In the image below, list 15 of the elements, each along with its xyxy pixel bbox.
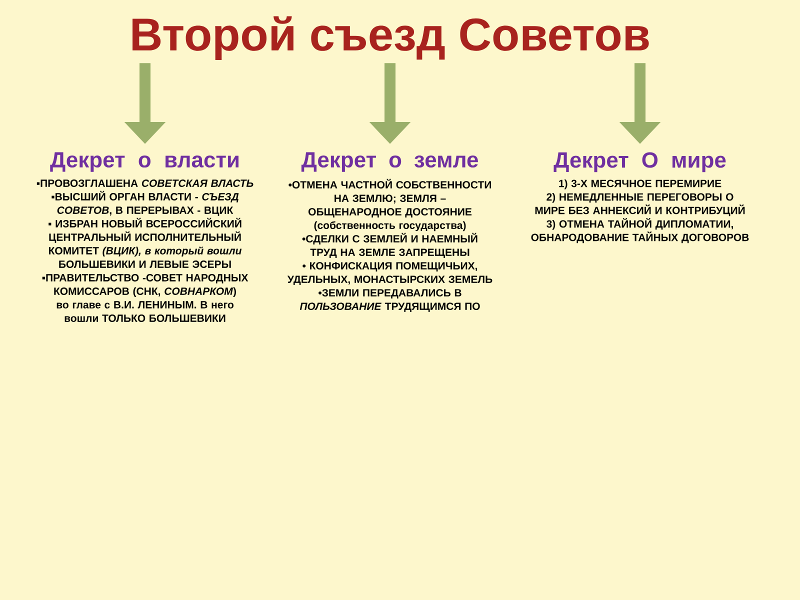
decree-point: ▪ПРОВОЗГЛАШЕНА СОВЕТСКАЯ ВЛАСТЬ <box>36 180 254 187</box>
decree-heading: Декрет о земле <box>301 152 478 172</box>
decree-heading: Декрет О мире <box>554 152 726 172</box>
decree-point: • КОНФИСКАЦИЯ ПОМЕЩИЧЬИХ, УДЕЛЬНЫХ, МОНАСТЫРСКИХ ЗЕМЕЛЬ <box>287 262 492 285</box>
decree-point: ▪ ИЗБРАН НОВЫЙ ВСЕРОССИЙСКИЙ ЦЕНТРАЛЬНЫЙ ИСПОЛНИТЕЛЬНЫЙ КОМИТЕТ (ВЦИК), в который вошли БОЛЬШЕВИКИ И ЛЕВЫЕ ЭСЕРЫ <box>48 218 242 268</box>
decree-point: 1) 3-Х МЕСЯЧНОЕ ПЕРЕМИРИЕ <box>559 179 722 190</box>
decree-point: •СДЕЛКИ С ЗЕМЛЕЙ И НАЕМНЫЙ ТРУД НА ЗЕМЛЕ ЗАПРЕЩЕНЫ <box>302 232 478 258</box>
decree-point: 3) ОТМЕНА ТАЙНОЙ ДИПЛОМАТИИ, ОБНАРОДОВАНИЕ ТАЙНЫХ ДОГОВОРОВ <box>531 218 749 244</box>
decree-point: ▪ВЫСШИЙ ОРГАН ВЛАСТИ - СЪЕЗД СОВЕТОВ, В ПЕРЕРЫВАХ - ВЦИК <box>52 190 239 216</box>
decree-point: 2) НЕМЕДЛЕННЫЕ ПЕРЕГОВОРЫ О МИРЕ БЕЗ АННЕКСИЙ И КОНТРИБУЦИЙ <box>535 192 745 216</box>
decree-point: ▪ПРАВИТЕЛЬСТВО -СОВЕТ НАРОДНЫХ КОМИССАРОВ (СНК, СОВНАРКОМ) во главе с В.И. ЛЕНИНЫМ. В него вошли ТОЛЬКО БОЛЬШЕВИКИ <box>42 274 248 322</box>
decree-point: •ЗЕМЛИ ПЕРЕДАВАЛИСЬ В ПОЛЬЗОВАНИЕ ТРУДЯЩИМСЯ ПО <box>300 289 480 312</box>
decree-point: •ОТМЕНА ЧАСТНОЙ СОБСТВЕННОСТИ НА ЗЕМЛЮ; ЗЕМЛЯ – ОБЩЕНАРОДНОЕ ДОСТОЯНИЕ (собственность государства) <box>288 178 491 232</box>
decree-heading: Декрет о власти <box>50 152 238 172</box>
title: Второй съезд Советов <box>132 16 649 60</box>
